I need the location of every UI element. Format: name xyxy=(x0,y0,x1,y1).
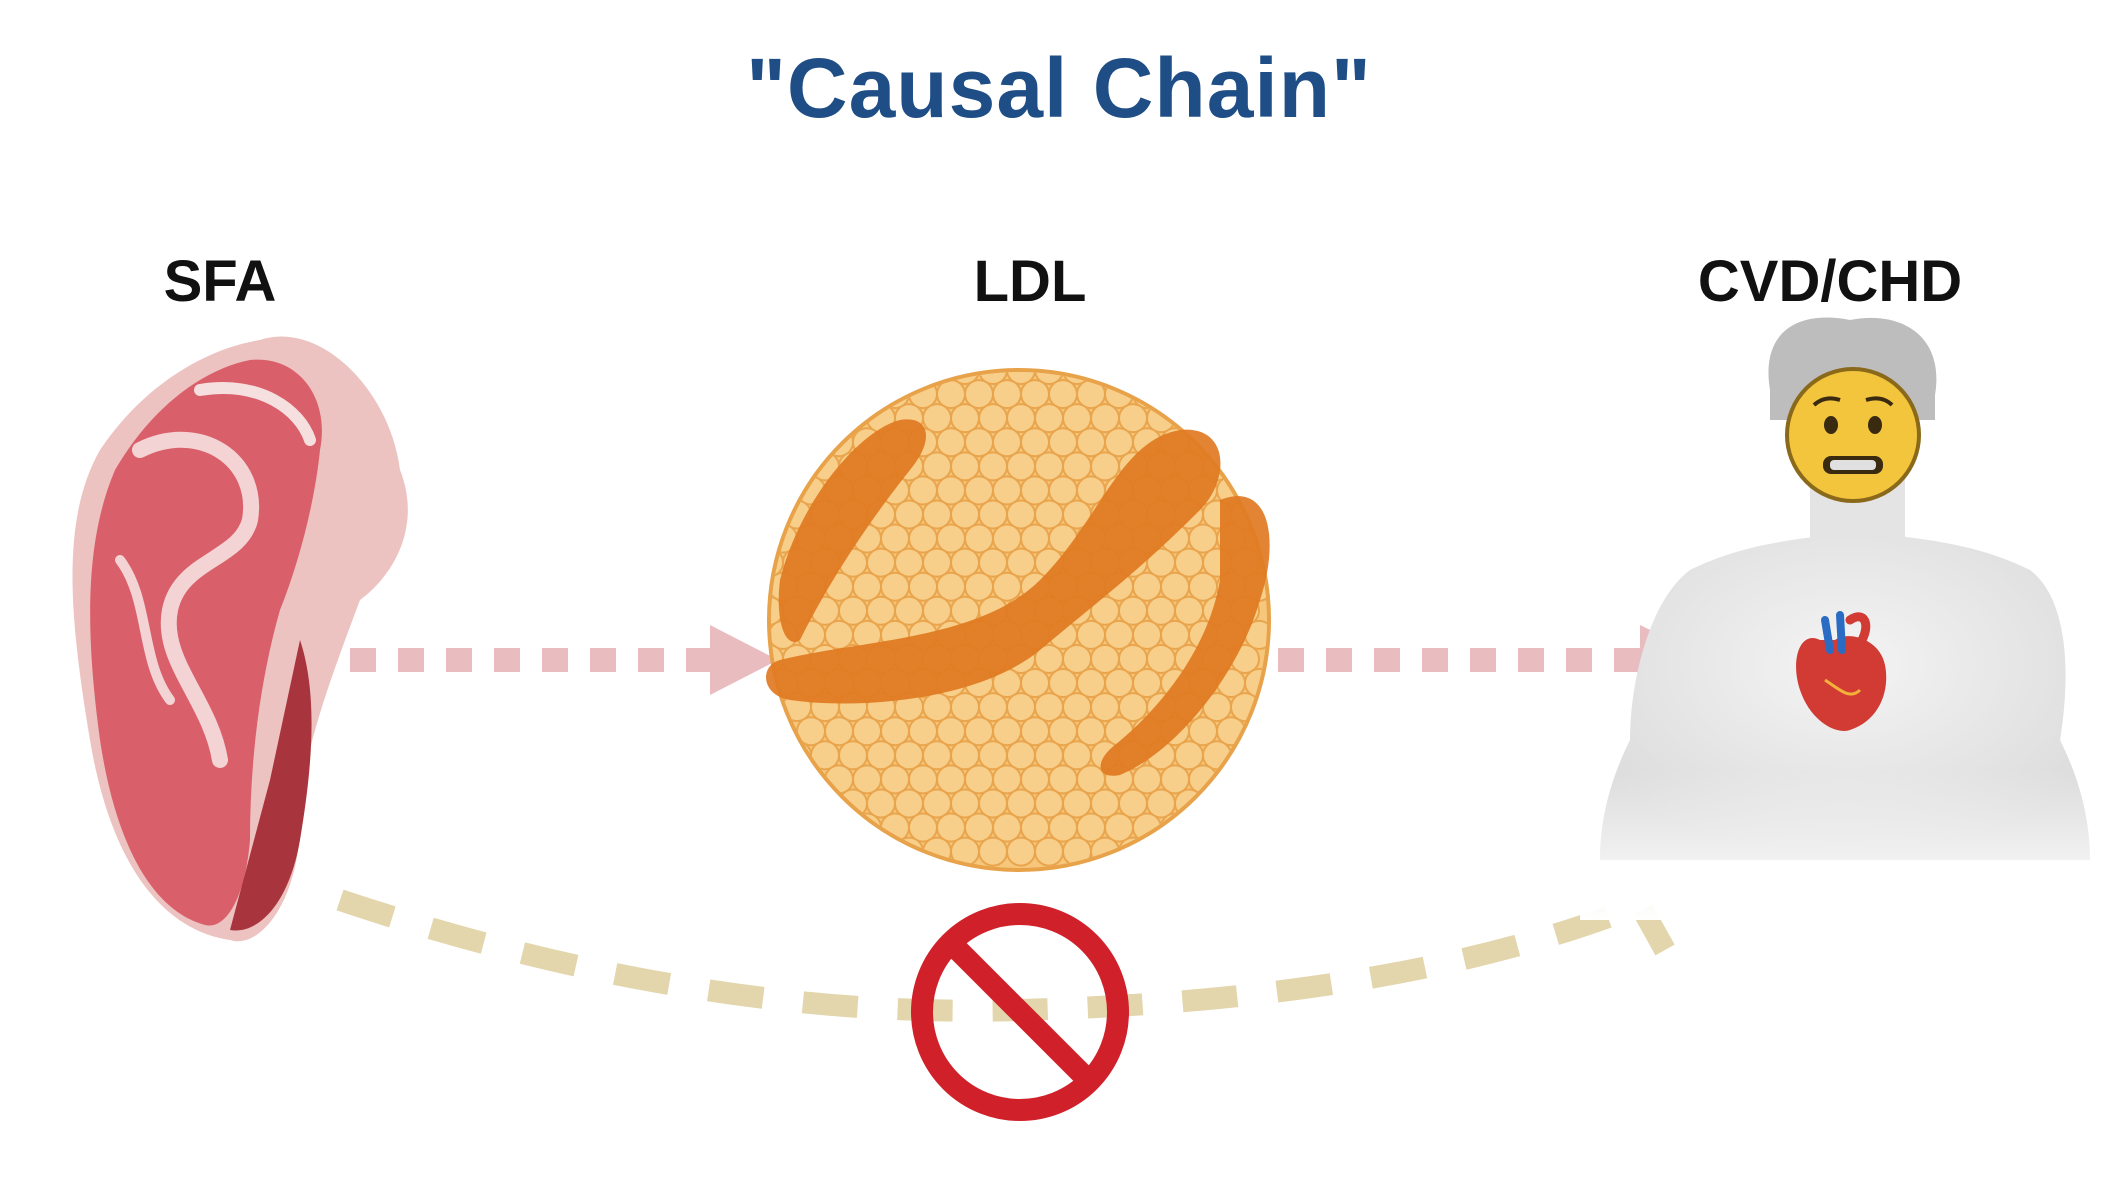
cvd-chd-label: CVD/CHD xyxy=(1697,249,1963,314)
ldl-bubble xyxy=(1034,836,1064,867)
human-heart-icon xyxy=(1580,317,2118,920)
ldl-bubble xyxy=(1006,836,1036,867)
ldl-bubble xyxy=(978,836,1008,867)
sfa-to-ldl-arrow xyxy=(350,625,778,695)
ldl-bubble xyxy=(978,372,1008,385)
ldl-bubble xyxy=(1006,372,1036,385)
page-title: "Causal Chain" xyxy=(746,41,1372,135)
ldl-bubble xyxy=(1034,372,1064,385)
meat-steak-icon xyxy=(72,336,408,942)
ldl-particle-icon xyxy=(766,368,1271,872)
worried-face-icon xyxy=(1785,367,1921,503)
sfa-label: SFA xyxy=(163,249,277,314)
ldl-label: LDL xyxy=(973,249,1087,314)
ldl-bubble xyxy=(894,836,924,867)
prohibited-icon xyxy=(911,903,1129,1121)
